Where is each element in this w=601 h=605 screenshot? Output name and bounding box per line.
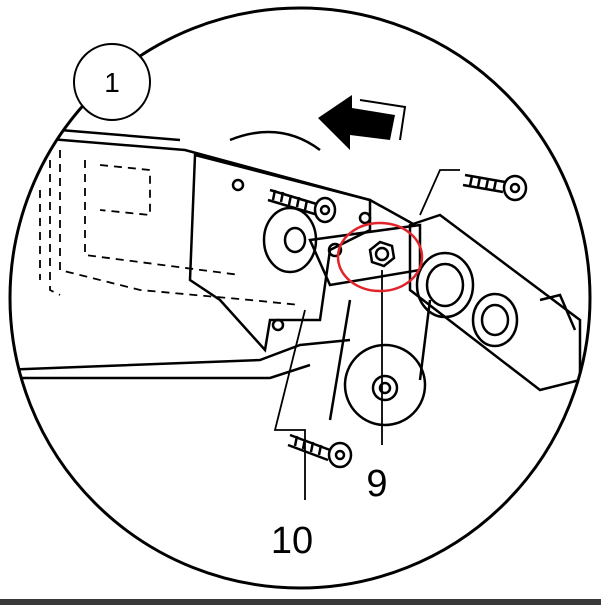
step-badge [73,43,151,121]
nut-9 [368,240,396,268]
pulley-right-2 [471,292,519,348]
direction-arrow-icon [318,95,407,150]
screw-upper-left [267,188,337,224]
highlight-circle [336,221,424,293]
leader-line-10 [273,309,306,500]
leader-line-upper [419,169,460,216]
plate-hole [231,178,245,192]
rail-lower [10,338,351,372]
detail-circle [8,6,592,590]
callout-9: 9 [366,463,387,505]
plate-hole [358,211,372,225]
pulley-lower [343,343,427,427]
screw-lower [287,433,353,469]
bottom-border [0,599,601,605]
hidden-bracket [39,150,301,306]
pulley-right-1 [415,251,475,319]
plate-hole [271,318,285,332]
step-number: 1 [104,67,120,98]
callout-10: 10 [271,520,313,562]
rail-lower-2 [10,363,311,380]
screw-upper-right [462,173,528,202]
